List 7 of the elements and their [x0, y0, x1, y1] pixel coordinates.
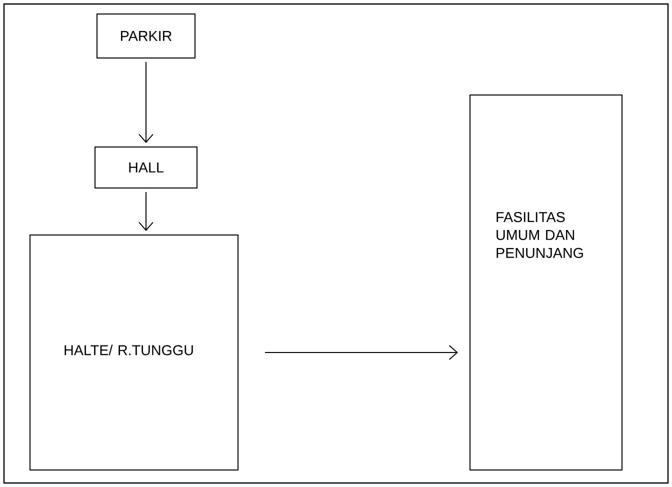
- process-box: HALL: [94, 146, 198, 188]
- arrow: [138, 192, 154, 231]
- process-box: FASILITAS UMUM DAN PENUNJANG: [470, 94, 622, 470]
- arrow: [138, 62, 154, 143]
- process-box: PARKIR: [96, 14, 196, 58]
- arrow: [264, 345, 458, 360]
- process-box: HALTE/ R.TUNGGU: [30, 234, 238, 470]
